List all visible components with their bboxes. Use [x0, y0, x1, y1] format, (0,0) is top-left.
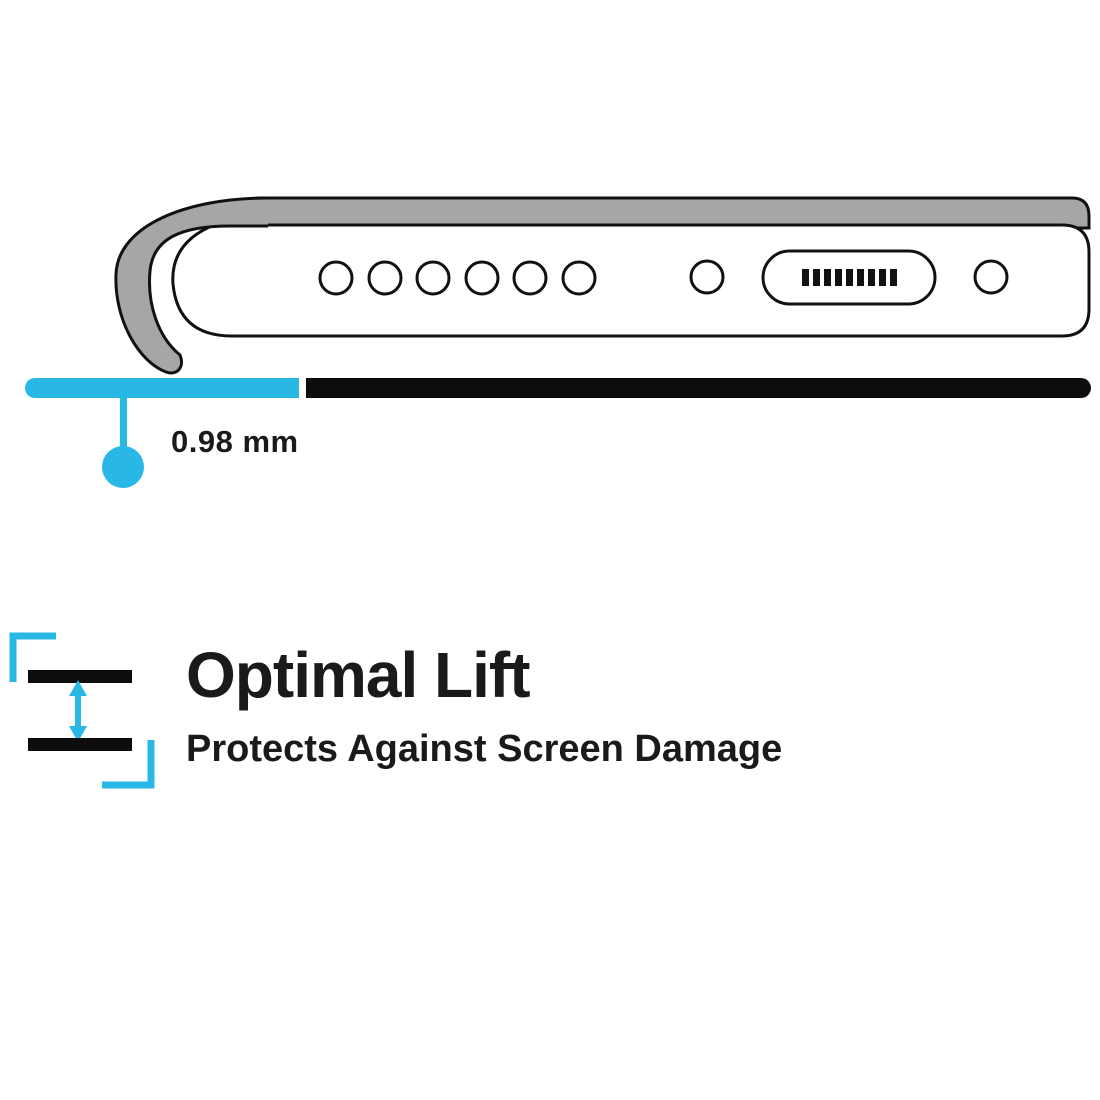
measurement-label: 0.98 mm [171, 424, 299, 459]
top-bar-icon [28, 670, 132, 683]
phone-body [171, 223, 1091, 338]
arrow-head-up-icon [69, 680, 87, 696]
speaker-hole [415, 260, 451, 296]
corner-bracket-bottom-right-icon [102, 740, 155, 789]
bottom-bar-icon [28, 738, 132, 751]
speaker-hole [512, 260, 548, 296]
surface-bar-black [306, 378, 1091, 398]
feature-title: Optimal Lift [186, 639, 531, 711]
speaker-hole [561, 260, 597, 296]
screw-hole-right [973, 259, 1009, 295]
feature-subtitle: Protects Against Screen Damage [186, 728, 783, 770]
lift-gap-highlight-bar [25, 378, 299, 398]
charging-port-pins [802, 269, 897, 286]
phone-diagram [114, 196, 1091, 375]
corner-bracket-top-left-icon [9, 632, 56, 682]
speaker-hole [464, 260, 500, 296]
measurement-callout-line [120, 396, 127, 454]
charging-port-icon [761, 249, 937, 306]
surface-bar [25, 378, 1091, 398]
speaker-hole [318, 260, 354, 296]
case-back-strip [256, 196, 1091, 230]
speaker-hole-row [318, 260, 597, 296]
optimal-lift-icon [9, 632, 155, 789]
measurement-callout-dot [102, 446, 144, 488]
speaker-hole [367, 260, 403, 296]
screw-hole-left [689, 259, 725, 295]
arrow-head-down-icon [69, 726, 87, 742]
case-lip-icon [114, 196, 269, 375]
bar-gap [299, 378, 306, 398]
